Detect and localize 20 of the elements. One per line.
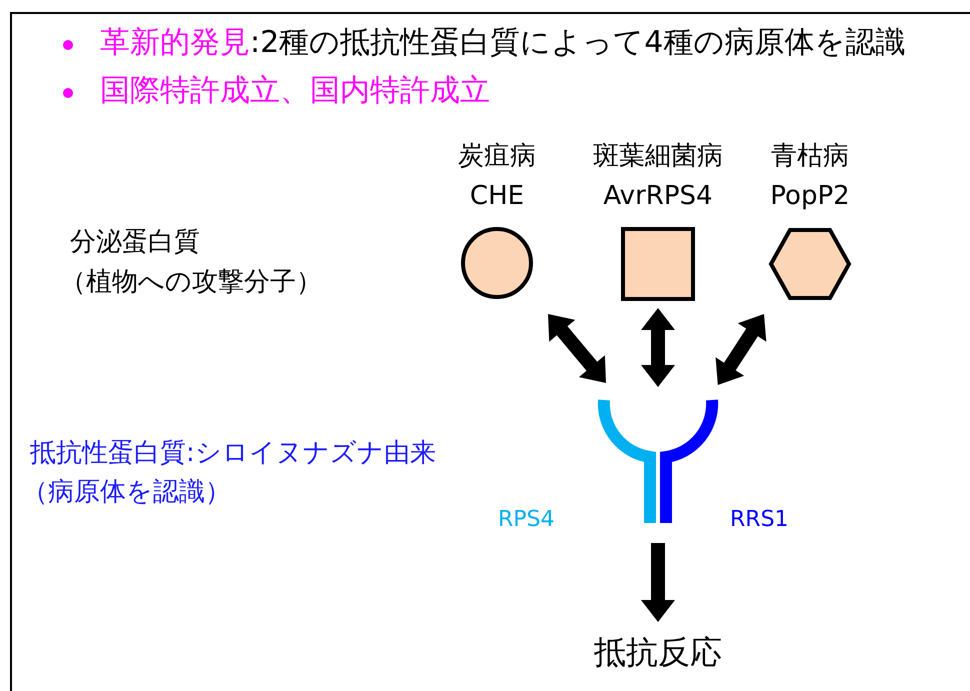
effector-name: CHE	[468, 182, 526, 212]
disease-name: 斑葉細菌病	[592, 142, 724, 172]
result-text: 抵抗反応	[578, 630, 738, 674]
label-text: （植物への攻撃分子）	[60, 268, 322, 298]
effector-name: AvrRPS4	[602, 182, 714, 212]
arrow	[641, 543, 675, 622]
label-text: :2種の抵抗性蛋白質によって4種の病原体を認識	[250, 26, 906, 60]
arrow	[716, 314, 766, 385]
label-text: 革新的発見	[100, 26, 250, 60]
arrow	[548, 314, 606, 383]
protein-label: RPS4	[498, 507, 555, 532]
arrow	[641, 308, 675, 387]
label-text: 国際特許成立、国内特許成立	[100, 74, 490, 108]
disease-name: 青枯病	[770, 142, 850, 172]
label-text: 分泌蛋白質	[70, 228, 200, 258]
protein-label: RRS1	[730, 507, 789, 532]
label-text: （病原体を認識）	[22, 478, 231, 508]
disease-name: 炭疽病	[457, 142, 537, 172]
label-text: 抵抗性蛋白質:シロイヌナズナ由来	[30, 439, 436, 469]
effector-name: PopP2	[769, 182, 851, 212]
